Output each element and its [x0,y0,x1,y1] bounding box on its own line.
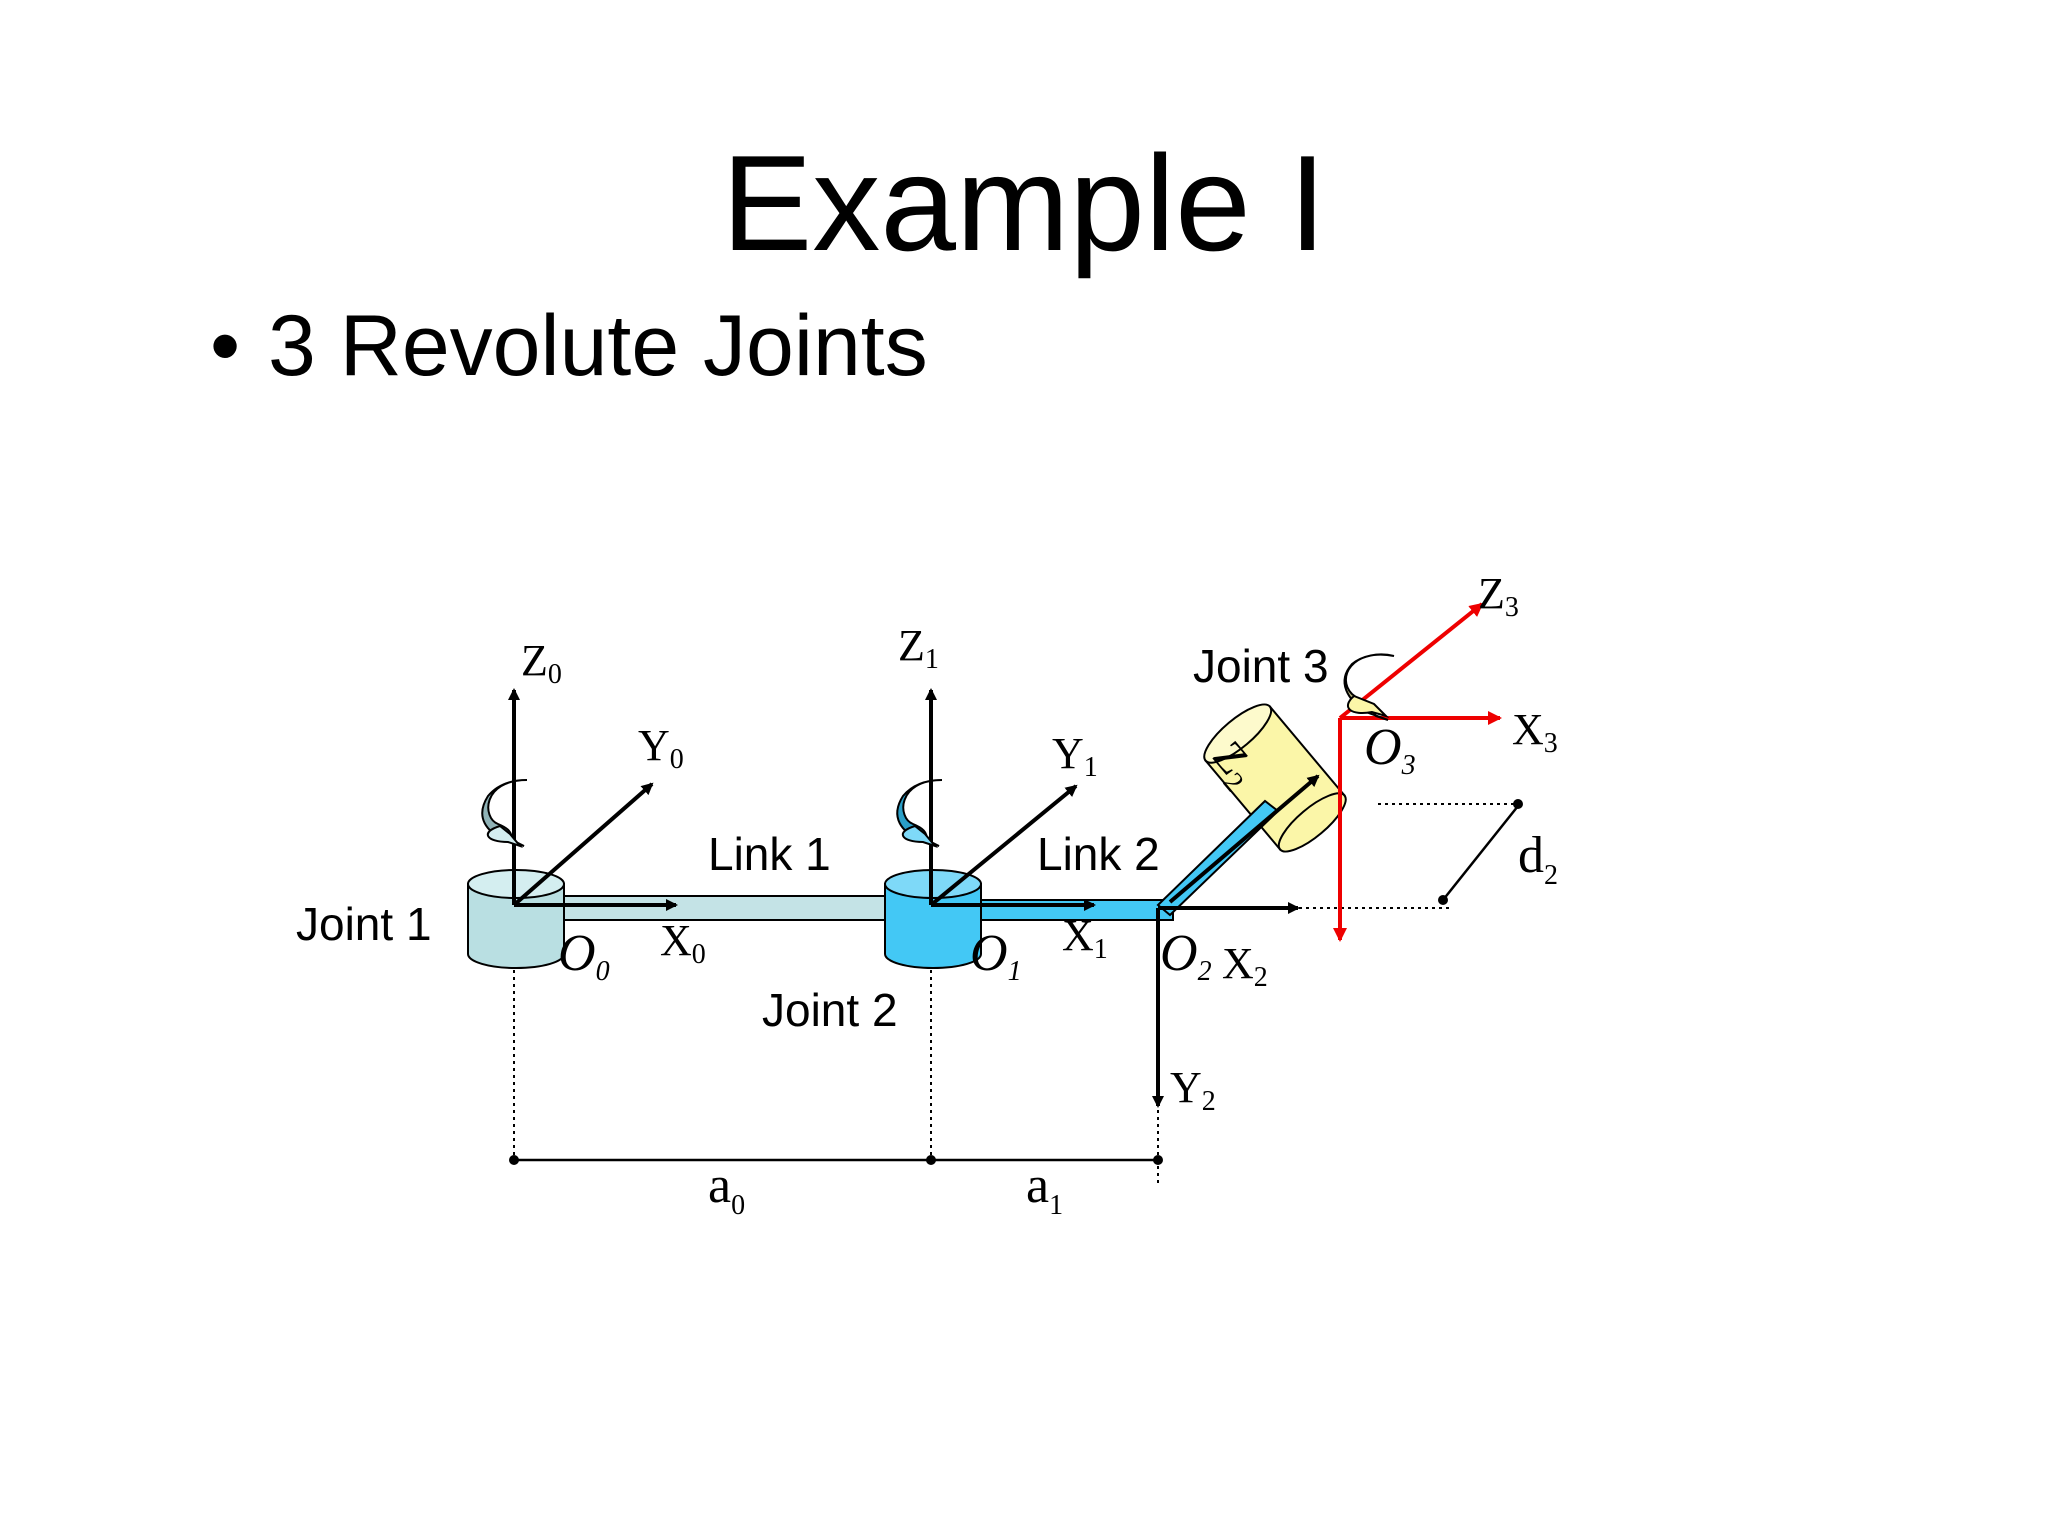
rotation-arrow-joint-3 [1343,653,1395,721]
x1-label: X1 [1062,911,1108,965]
joint-2-label: Joint 2 [762,984,898,1036]
frame-0-axes [508,688,678,911]
rotation-arrow-joint-2 [896,779,943,849]
link-2-label: Link 2 [1037,828,1160,880]
d2-point-lower [1438,895,1448,905]
slide-title: Example I [721,127,1327,279]
joint-3-label: Joint 3 [1193,640,1329,692]
dimension-point-1 [926,1155,936,1165]
bottom-dimension [509,1155,1163,1165]
link-1-bar [554,895,891,921]
y1-axis [929,784,1078,907]
o2-label: O2 [1160,925,1212,987]
z2-axis [1168,774,1320,904]
d2-point-upper [1513,799,1523,809]
dimension-point-2 [1153,1155,1163,1165]
d2-dimension [1438,799,1523,905]
z3-label: Z3 [1478,569,1519,623]
y2-label: Y2 [1170,1063,1216,1117]
a1-label: a1 [1026,1157,1063,1221]
o3-label: O3 [1364,719,1416,781]
x2-label: X2 [1222,939,1268,993]
x3-label: X3 [1512,705,1558,759]
joint-1-label: Joint 1 [296,898,432,950]
o1-label: O1 [970,925,1022,987]
bullet-marker: • [210,298,241,394]
dimension-point-0 [509,1155,519,1165]
rotation-arrow-joint-1 [481,779,528,849]
z1-label: Z1 [898,621,939,675]
y0-label: Y0 [638,721,684,775]
z0-label: Z0 [521,636,562,690]
bullet-item: • 3 Revolute Joints [210,296,928,396]
guide-lines [513,803,1525,1185]
o0-label: O0 [558,925,610,987]
frame-2-axes [1152,774,1320,1108]
y1-label: Y1 [1052,729,1098,783]
d2-dimension-line [1442,805,1519,901]
a0-label: a0 [708,1157,745,1221]
x0-label: X0 [660,916,706,970]
y0-axis [512,782,654,907]
joint-3-cylinder [1203,703,1347,853]
frame-1-axes [925,688,1096,911]
d2-label: d2 [1518,827,1558,891]
link-1-label: Link 1 [708,828,831,880]
bullet-text: 3 Revolute Joints [268,298,928,394]
